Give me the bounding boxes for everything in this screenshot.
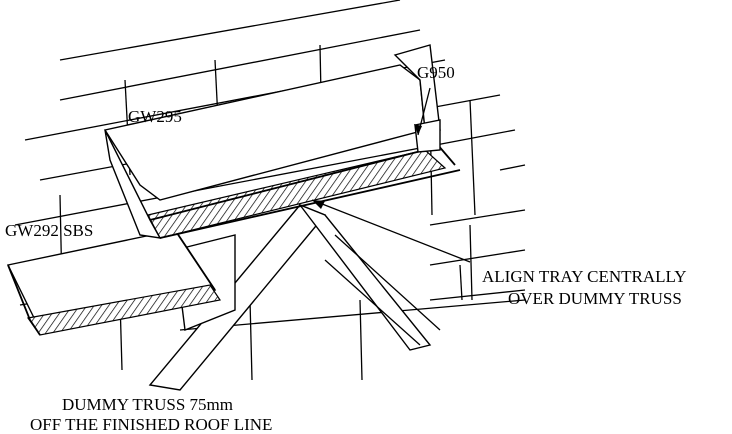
label-truss-line1: DUMMY TRUSS 75mm	[62, 395, 233, 414]
leaders	[311, 87, 471, 263]
label-truss-line2: OFF THE FINISHED ROOF LINE	[30, 415, 272, 434]
label-gw295: GW295	[128, 107, 182, 126]
g950-piece	[414, 119, 441, 153]
tray-gw295	[103, 44, 461, 239]
label-gw292: GW292 SBS	[5, 221, 93, 240]
label-align-line2: OVER DUMMY TRUSS	[508, 289, 682, 308]
align-arrow	[312, 200, 325, 209]
g950-arrow	[414, 124, 422, 135]
label-g950: G950	[417, 63, 455, 82]
tray-gw292	[6, 229, 221, 336]
label-align-line1: ALIGN TRAY CENTRALLY	[482, 267, 687, 286]
